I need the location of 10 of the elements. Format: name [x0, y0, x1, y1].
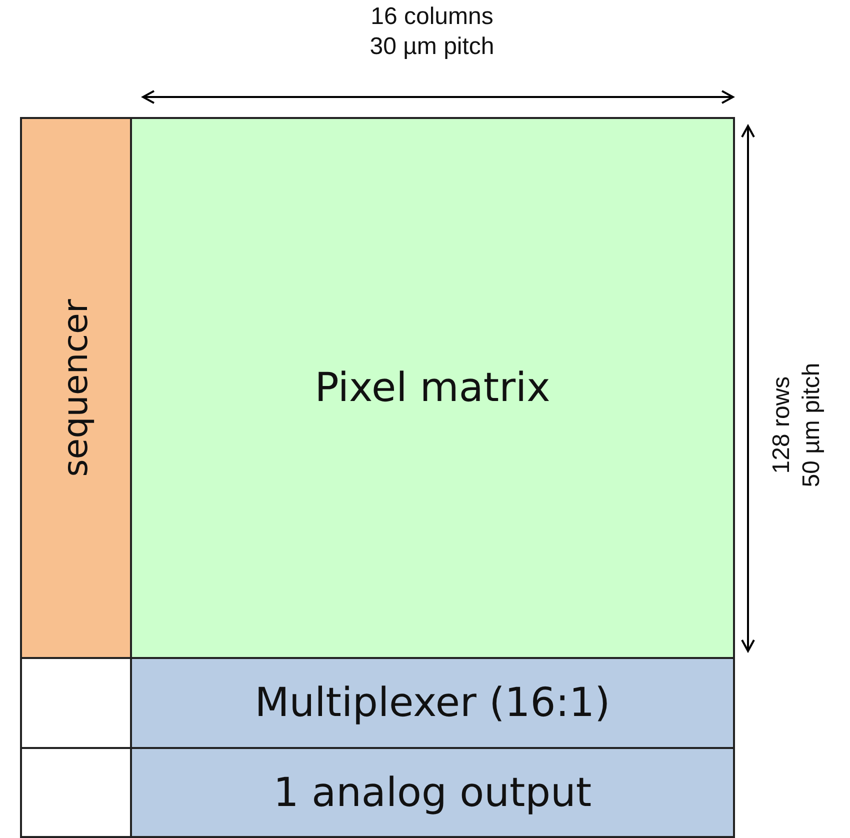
block-label: Pixel matrix — [314, 365, 550, 411]
block-label: 1 analog output — [273, 770, 592, 816]
rotated-label: sequencer — [56, 299, 96, 477]
dimension-label: 16 columns 30 µm pitch — [369, 2, 495, 62]
pixel-matrix-block — [130, 117, 735, 659]
output-block — [130, 747, 735, 838]
block-label: Multiplexer (16:1) — [254, 680, 610, 726]
dimension-label: 128 rows 50 µm pitch — [767, 362, 826, 488]
sequencer-block — [20, 117, 132, 659]
multiplexer-block — [130, 657, 735, 749]
